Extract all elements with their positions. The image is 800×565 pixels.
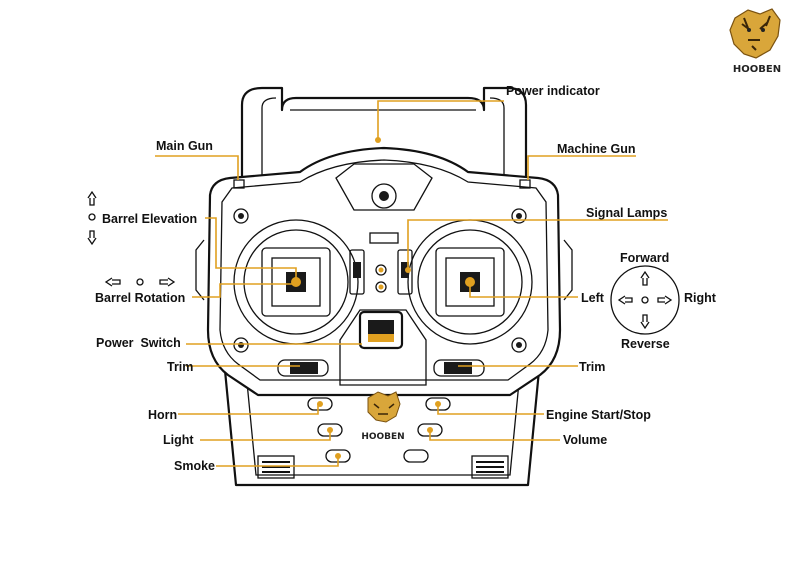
label-volume: Volume (563, 433, 607, 447)
label-right: Right (684, 291, 717, 305)
label-machine-gun: Machine Gun (557, 142, 635, 156)
drive-direction-indicator (610, 265, 680, 335)
arrow-down-icon (87, 230, 97, 246)
leader-lines (155, 100, 668, 467)
brand-name: HOOBEN (733, 64, 781, 75)
label-barrel-rotation: Barrel Rotation (95, 291, 185, 305)
tiger-logo-icon (729, 8, 781, 59)
label-trim-left: Trim (167, 360, 193, 374)
vents (257, 455, 509, 479)
label-power-indicator: Power indicator (506, 84, 600, 98)
label-smoke: Smoke (174, 459, 215, 473)
label-light: Light (163, 433, 194, 447)
power-switch[interactable] (339, 309, 427, 386)
brand-logo: HOOBEN (729, 8, 781, 75)
barrel-rotation-indicator (104, 277, 176, 287)
horn-button[interactable] (307, 397, 333, 411)
arrow-left-icon (617, 295, 633, 305)
label-main-gun: Main Gun (156, 139, 213, 153)
label-engine-start-stop: Engine Start/Stop (546, 408, 651, 422)
arrow-right-icon (657, 295, 673, 305)
controller-body (195, 86, 573, 487)
arrow-down-icon (640, 314, 650, 330)
label-reverse: Reverse (621, 337, 670, 351)
arrow-up-icon (87, 190, 97, 206)
label-barrel-elevation: Barrel Elevation (102, 212, 197, 226)
label-power-switch: Power Switch (96, 336, 181, 350)
barrel-elevation-indicator (87, 190, 97, 246)
panel-logo: HOOBEN (361, 391, 405, 442)
extra-button[interactable] (403, 449, 429, 463)
label-forward: Forward (620, 251, 669, 265)
trim-right-slider[interactable] (433, 359, 485, 377)
trim-left-slider[interactable] (277, 359, 329, 377)
tiger-logo-icon (367, 391, 401, 423)
label-trim-right: Trim (579, 360, 605, 374)
panel-brand: HOOBEN (361, 432, 404, 442)
label-horn: Horn (148, 408, 177, 422)
arrow-right-icon (159, 277, 176, 287)
arrow-up-icon (640, 270, 650, 286)
label-signal-lamps: Signal Lamps (586, 206, 667, 220)
arrow-left-icon (104, 277, 121, 287)
label-left: Left (581, 291, 605, 305)
